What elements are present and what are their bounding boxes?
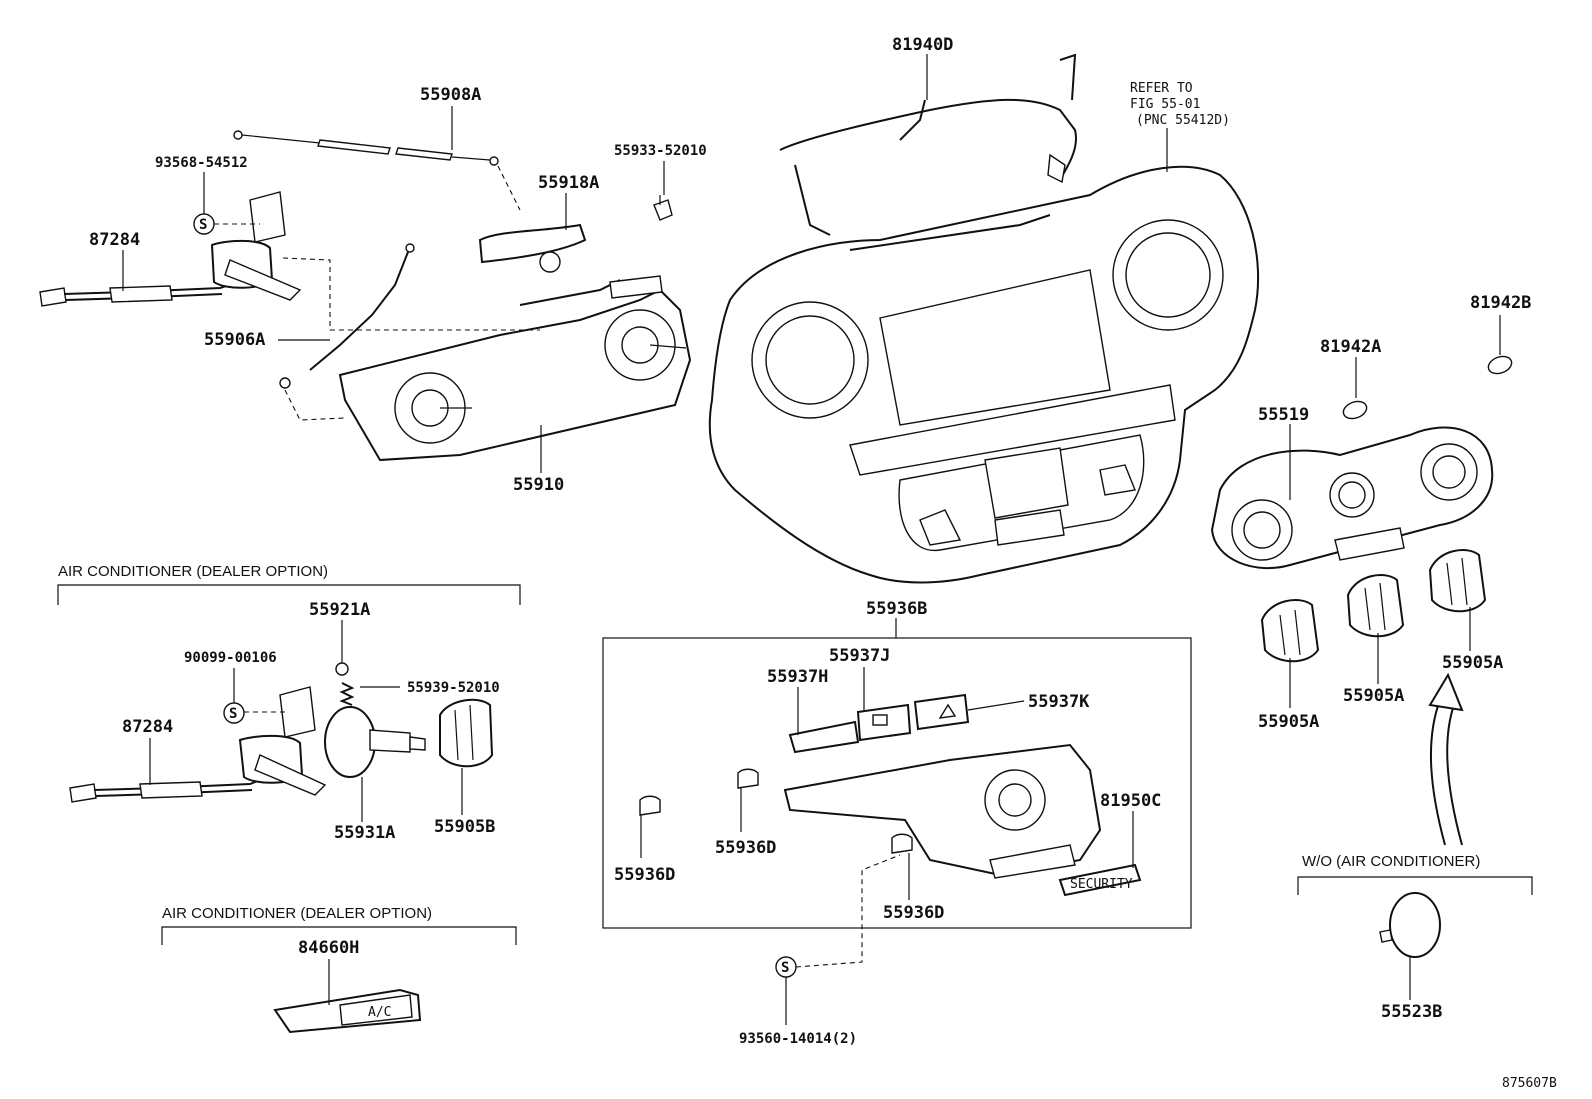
label-81942b: 81942B <box>1470 293 1531 313</box>
heater-control-base-55910[interactable] <box>338 275 692 462</box>
bulb-55936d-a[interactable] <box>639 795 661 816</box>
bulb-55936d-b[interactable] <box>737 768 759 789</box>
clamp-55918a[interactable] <box>478 223 587 273</box>
label-81940d: 81940D <box>892 35 953 55</box>
section-ac-option-2: AIR CONDITIONER (DEALER OPTION) <box>162 905 432 922</box>
label-90099-00106: 90099-00106 <box>184 650 277 666</box>
security-text: SECURITY <box>1070 877 1133 892</box>
label-93568-54512: 93568-54512 <box>155 155 248 171</box>
label-81950c: 81950C <box>1100 791 1161 811</box>
label-refer-line1: REFER TO <box>1130 81 1193 96</box>
ac-switch-55931a[interactable] <box>324 706 426 778</box>
label-refer-line3: (PNC 55412D) <box>1136 113 1230 128</box>
label-84660h: 84660H <box>298 938 359 958</box>
label-55905b: 55905B <box>434 817 495 837</box>
section-wo-ac: W/O (AIR CONDITIONER) <box>1302 853 1480 870</box>
screw-93568-54512[interactable]: S <box>193 213 215 235</box>
label-55523b: 55523B <box>1381 1002 1442 1022</box>
reference-arrow <box>1428 672 1464 846</box>
switch-base-55936b-frame <box>602 637 1192 929</box>
label-55931a: 55931A <box>334 823 395 843</box>
label-55906a: 55906A <box>204 330 265 350</box>
screw-90099-00106[interactable]: S <box>223 702 245 724</box>
figure-id: 875607B <box>1502 1076 1557 1091</box>
label-55905a-middle: 55905A <box>1343 686 1404 706</box>
label-55905a-right: 55905A <box>1442 653 1503 673</box>
section-ac-option-1: AIR CONDITIONER (DEALER OPTION) <box>58 563 328 580</box>
label-55937h: 55937H <box>767 667 828 687</box>
label-refer-line2: FIG 55-01 <box>1130 97 1200 112</box>
switch-55937h[interactable] <box>788 720 860 754</box>
label-87284-bottom: 87284 <box>122 717 173 737</box>
bulb-55936d-c[interactable] <box>891 833 913 854</box>
label-55933-52010: 55933-52010 <box>614 143 707 159</box>
knob-55905a-middle[interactable] <box>1346 574 1405 638</box>
label-81942a: 81942A <box>1320 337 1381 357</box>
screw-symbol-2: S <box>229 706 237 722</box>
spring-55939-52010[interactable] <box>339 682 355 706</box>
ac-button-text: A/C <box>368 1005 391 1020</box>
label-55937j: 55937J <box>829 646 890 666</box>
blower-switch-87284-bottom[interactable] <box>69 686 327 803</box>
label-55937k: 55937K <box>1028 692 1090 712</box>
label-55519: 55519 <box>1258 405 1309 425</box>
switch-bezel-assembly[interactable] <box>783 743 1102 879</box>
knob-55905b[interactable] <box>439 698 494 768</box>
label-93560-14014: 93560-14014(2) <box>739 1031 857 1047</box>
screw-symbol-3: S <box>781 960 789 976</box>
label-87284-top: 87284 <box>89 230 140 250</box>
switch-55937j[interactable] <box>856 703 912 742</box>
blower-switch-87284-top[interactable] <box>39 191 302 307</box>
hole-cover-55523b[interactable] <box>1379 892 1441 958</box>
emblem-81942b[interactable] <box>1486 353 1514 376</box>
knob-55905a-right[interactable] <box>1428 549 1487 613</box>
hazard-switch-55937k[interactable] <box>913 693 970 731</box>
label-55905a-left: 55905A <box>1258 712 1319 732</box>
cluster-finish-panel[interactable] <box>708 165 1260 584</box>
emblem-81942a[interactable] <box>1341 398 1369 421</box>
clip-55933-52010[interactable] <box>653 195 673 221</box>
cable-55908a[interactable] <box>233 130 499 166</box>
leader-lines <box>57 54 1533 1025</box>
security-indicator-81950c[interactable]: SECURITY <box>1058 863 1142 897</box>
cable-55906a[interactable] <box>279 243 415 389</box>
label-55918a: 55918A <box>538 173 599 193</box>
label-55936d-b: 55936D <box>715 838 776 858</box>
label-55908a: 55908A <box>420 85 481 105</box>
ac-switch-84660h[interactable]: A/C <box>273 988 422 1034</box>
label-55910: 55910 <box>513 475 564 495</box>
label-55936d-a: 55936D <box>614 865 675 885</box>
ball-55921a[interactable] <box>335 662 349 676</box>
screw-symbol-1: S <box>199 217 207 233</box>
label-55921a: 55921A <box>309 600 370 620</box>
wire-harness-81940d[interactable] <box>779 53 1077 251</box>
label-55939-52010: 55939-52010 <box>407 680 500 696</box>
screw-93560-14014[interactable]: S <box>775 956 797 978</box>
label-55936d-c: 55936D <box>883 903 944 923</box>
heater-control-panel-55519[interactable] <box>1210 426 1494 570</box>
label-55936b: 55936B <box>866 599 927 619</box>
knob-55905a-left[interactable] <box>1260 599 1320 663</box>
